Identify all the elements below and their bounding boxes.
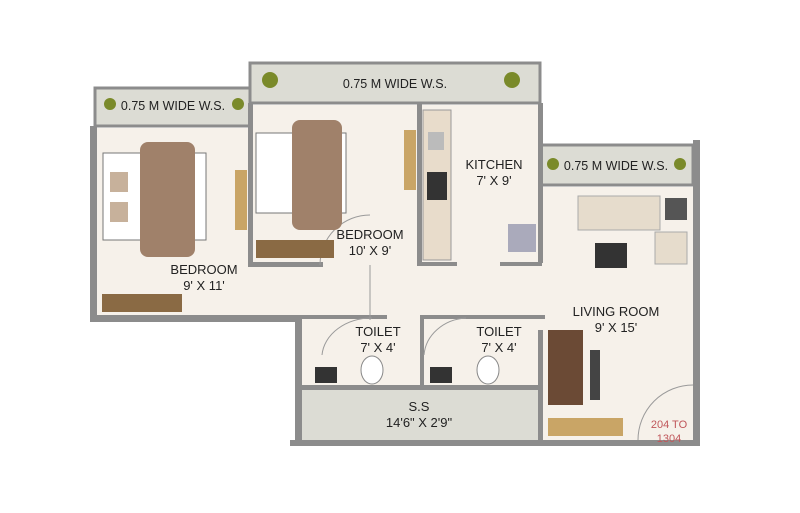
room-name: TOILET — [476, 324, 522, 339]
bed-blanket — [140, 142, 195, 257]
room-name: S.S — [408, 399, 430, 414]
room-size: 9' X 15' — [594, 320, 638, 335]
room-name: BEDROOM — [170, 262, 238, 277]
balcony-left-label: 0.75 M WIDE W.S. — [120, 99, 226, 113]
room-size: 7' X 4' — [481, 340, 517, 355]
door-note-line2: 1304 — [656, 433, 682, 445]
door-note-line1: 204 TO — [650, 419, 688, 431]
furniture — [102, 72, 688, 436]
room-size: 14'6" X 2'9" — [385, 415, 453, 430]
room-size: 9' X 11' — [183, 278, 225, 293]
balconies — [93, 61, 695, 187]
room-name: LIVING ROOM — [572, 304, 660, 319]
balcony-right-label: 0.75 M WIDE W.S. — [563, 159, 669, 173]
door-note: 204 TO 1304 — [651, 418, 687, 446]
balcony-top-label: 0.75 M WIDE W.S. — [342, 77, 448, 91]
room-name: TOILET — [355, 324, 401, 339]
room-size: 10' X 9' — [348, 243, 392, 258]
room-size: 7' X 9' — [476, 173, 512, 188]
room-name: KITCHEN — [465, 157, 523, 172]
room-size: 7' X 4' — [360, 340, 396, 355]
room-name: BEDROOM — [336, 227, 404, 242]
walls — [90, 103, 700, 446]
